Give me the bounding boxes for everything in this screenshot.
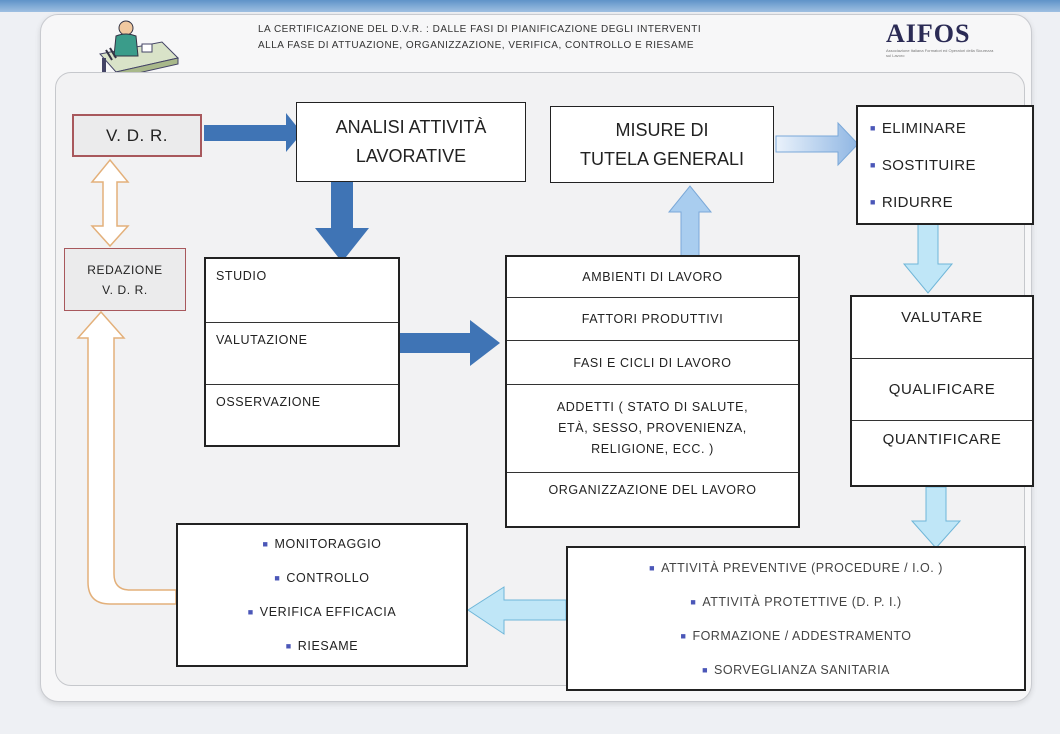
arrow-vdr-redazione-double bbox=[90, 158, 130, 248]
header-line-2: ALLA FASE DI ATTUAZIONE, ORGANIZZAZIONE,… bbox=[258, 40, 695, 51]
bullet-icon: ■ bbox=[702, 664, 709, 675]
fasi-cell: FASI E CICLI DI LAVORO bbox=[507, 341, 798, 385]
ridurre-item: ■RIDURRE bbox=[870, 193, 953, 211]
fattori-cell: FATTORI PRODUTTIVI bbox=[507, 298, 798, 341]
attivita-protettive-item: ■ATTIVITÀ PROTETTIVE (D. P. I.) bbox=[690, 594, 902, 609]
eliminare-item: ■ELIMINARE bbox=[870, 119, 967, 137]
bullet-icon: ■ bbox=[870, 197, 876, 207]
arrow-misure-to-eliminare bbox=[775, 121, 859, 167]
osservazione-cell: OSSERVAZIONE bbox=[216, 395, 321, 409]
valutare-cell: VALUTARE bbox=[852, 297, 1032, 359]
bullet-icon: ■ bbox=[870, 160, 876, 170]
arrow-vdr-to-analisi bbox=[204, 113, 302, 152]
bullet-icon: ■ bbox=[285, 641, 292, 651]
arrow-attivita-to-monitoraggio bbox=[467, 586, 567, 635]
logo-mark: AIFOS bbox=[886, 19, 971, 48]
header-line-1: LA CERTIFICAZIONE DEL D.V.R. : DALLE FAS… bbox=[258, 24, 702, 35]
redazione-line-2: V. D. R. bbox=[102, 282, 148, 297]
vdr-box: V. D. R. bbox=[72, 114, 202, 157]
verifica-efficacia-item: ■VERIFICA EFFICACIA bbox=[247, 605, 397, 619]
misure-box: MISURE DI TUTELA GENERALI bbox=[550, 106, 774, 183]
ambienti-table: AMBIENTI DI LAVORO FATTORI PRODUTTIVI FA… bbox=[505, 255, 800, 528]
redazione-box: REDAZIONE V. D. R. bbox=[64, 248, 186, 311]
analisi-line-2: LAVORATIVE bbox=[355, 146, 467, 166]
arrow-monitoraggio-to-redazione bbox=[76, 310, 177, 605]
analisi-line-1: ANALISI ATTIVITÀ bbox=[335, 117, 487, 137]
arrow-valutare-to-attivita bbox=[910, 486, 962, 549]
attivita-box: ■ATTIVITÀ PREVENTIVE (PROCEDURE / I.O. )… bbox=[566, 546, 1026, 691]
vdr-label: V. D. R. bbox=[106, 125, 168, 145]
arrow-ambienti-to-misure bbox=[667, 185, 713, 257]
arrow-eliminare-to-valutare bbox=[902, 223, 954, 294]
quantificare-cell: QUANTIFICARE bbox=[882, 431, 1002, 448]
organizzazione-cell: ORGANIZZAZIONE DEL LAVORO bbox=[548, 483, 757, 497]
bullet-icon: ■ bbox=[247, 607, 254, 617]
attivita-preventive-item: ■ATTIVITÀ PREVENTIVE (PROCEDURE / I.O. ) bbox=[649, 560, 943, 575]
arrow-analisi-to-studio bbox=[315, 182, 369, 262]
misure-line-1: MISURE DI bbox=[615, 119, 709, 140]
valutare-table: VALUTARE QUALIFICARE QUANTIFICARE bbox=[850, 295, 1034, 487]
bullet-icon: ■ bbox=[649, 562, 656, 573]
bullet-icon: ■ bbox=[680, 630, 687, 641]
formazione-item: ■FORMAZIONE / ADDESTRAMENTO bbox=[680, 628, 912, 643]
qualificare-cell: QUALIFICARE bbox=[852, 359, 1032, 421]
addetti-cell: ADDETTI ( STATO DI SALUTE, ETÀ, SESSO, P… bbox=[507, 385, 798, 473]
analisi-box: ANALISI ATTIVITÀ LAVORATIVE bbox=[296, 102, 526, 182]
header-title: LA CERTIFICAZIONE DEL D.V.R. : DALLE FAS… bbox=[258, 22, 838, 54]
bullet-icon: ■ bbox=[690, 596, 697, 607]
controllo-item: ■CONTROLLO bbox=[274, 571, 370, 585]
bullet-icon: ■ bbox=[274, 573, 281, 583]
valutazione-cell: VALUTAZIONE bbox=[206, 323, 398, 385]
sostituire-item: ■SOSTITUIRE bbox=[870, 156, 976, 174]
redazione-line-1: REDAZIONE bbox=[87, 262, 163, 277]
aifos-logo: AIFOS Associazione Italiana Formatori ed… bbox=[886, 19, 1004, 59]
logo-subtitle: Associazione Italiana Formatori ed Opera… bbox=[886, 48, 994, 58]
riesame-item: ■RIESAME bbox=[285, 639, 359, 653]
sorveglianza-item: ■SORVEGLIANZA SANITARIA bbox=[702, 662, 890, 677]
top-title-strip bbox=[0, 0, 1060, 12]
bullet-icon: ■ bbox=[870, 123, 876, 133]
bullet-icon: ■ bbox=[262, 539, 269, 549]
monitoraggio-box: ■MONITORAGGIO ■CONTROLLO ■VERIFICA EFFIC… bbox=[176, 523, 468, 667]
studio-table: STUDIO VALUTAZIONE OSSERVAZIONE bbox=[204, 257, 400, 447]
monitoraggio-item: ■MONITORAGGIO bbox=[262, 537, 382, 551]
studio-cell: STUDIO bbox=[206, 259, 398, 323]
misure-line-2: TUTELA GENERALI bbox=[579, 148, 745, 169]
ambienti-cell: AMBIENTI DI LAVORO bbox=[507, 257, 798, 298]
arrow-studio-to-ambienti bbox=[400, 320, 500, 366]
eliminare-box: ■ELIMINARE ■SOSTITUIRE ■RIDURRE bbox=[856, 105, 1034, 225]
